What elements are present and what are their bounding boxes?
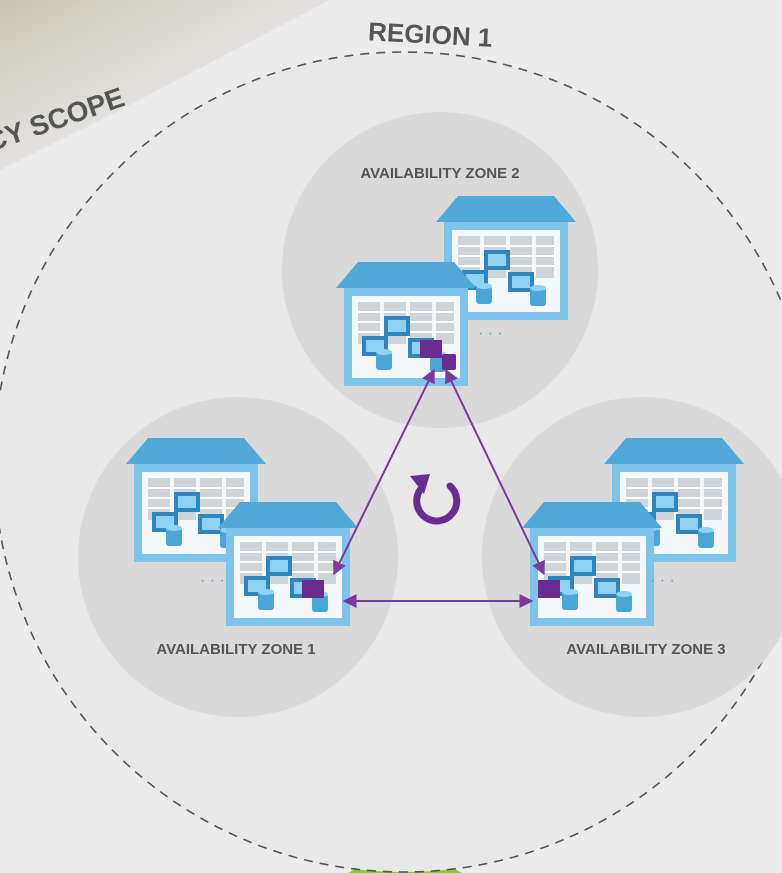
highlight-server-icon <box>302 580 324 598</box>
highlight-server-icon <box>420 340 442 358</box>
more-dots: · · · <box>650 572 675 589</box>
zone-1-label: AVAILABILITY ZONE 1 <box>156 641 315 658</box>
zone-2-label: AVAILABILITY ZONE 2 <box>360 165 519 182</box>
datacenter-building-icon <box>217 501 359 627</box>
datacenter-building-icon <box>521 501 663 627</box>
replication-cycle-icon <box>410 474 461 525</box>
bidirectional-arrow <box>333 368 435 576</box>
zone-3-label: AVAILABILITY ZONE 3 <box>566 641 725 658</box>
region-label: REGION 1 <box>367 16 493 52</box>
background-photo <box>0 0 330 170</box>
more-dots: · · · <box>200 572 225 589</box>
more-dots: · · · <box>478 325 503 342</box>
highlight-disk-icon <box>442 354 456 370</box>
highlight-server-icon <box>538 580 560 598</box>
bidirectional-arrow <box>445 368 545 576</box>
